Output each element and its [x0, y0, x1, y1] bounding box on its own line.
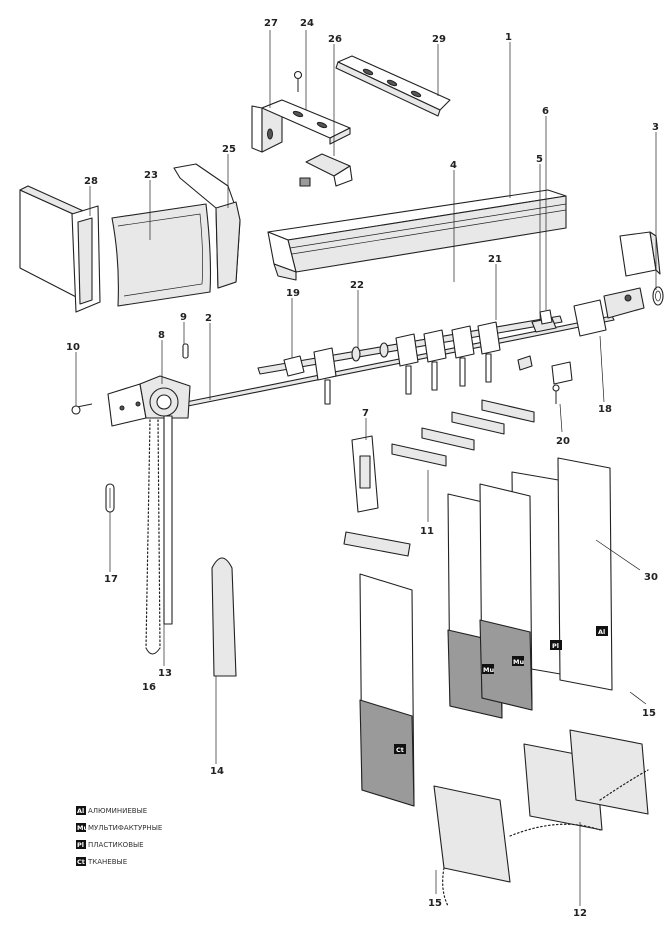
part-14-wand-cover — [211, 557, 237, 677]
part-11-slat-holders — [343, 399, 535, 557]
callout-9: 9 — [180, 312, 187, 323]
part-12-bottom-weights — [433, 729, 649, 883]
part-29-mounting-plate — [335, 55, 451, 117]
part-6-clip — [539, 309, 553, 325]
legend: Al АЛЮМИНИЕВЫЕ Mu МУЛЬТИФАКТУРНЫЕ Pl ПЛА… — [76, 806, 162, 866]
callout-18: 18 — [598, 404, 612, 415]
svg-text:МУЛЬТИФАКТУРНЫЕ: МУЛЬТИФАКТУРНЫЕ — [88, 824, 162, 832]
callout-25: 25 — [222, 144, 236, 155]
part-4-carriers — [313, 321, 501, 405]
callout-12: 12 — [573, 908, 587, 919]
callout-1: 1 — [505, 32, 512, 43]
svg-text:АЛЮМИНИЕВЫЕ: АЛЮМИНИЕВЫЕ — [88, 807, 147, 815]
part-17-chain-connector — [105, 483, 115, 513]
callout-11: 11 — [420, 526, 434, 537]
callout-14: 14 — [210, 766, 224, 777]
badge-ct: Ct — [394, 744, 406, 754]
part-1-head-rail — [267, 189, 567, 281]
callout-28: 28 — [84, 176, 98, 187]
callout-24: 24 — [300, 18, 314, 29]
part-16-bead-chain — [145, 419, 161, 655]
part-26-clip — [299, 153, 353, 187]
svg-text:Al: Al — [598, 628, 605, 636]
part-10-screw — [71, 403, 93, 415]
callout-15a: 15 — [642, 708, 656, 719]
callout-5: 5 — [536, 154, 543, 165]
svg-text:ТКАНЕВЫЕ: ТКАНЕВЫЕ — [87, 858, 127, 866]
callout-13: 13 — [158, 668, 172, 679]
callout-8: 8 — [158, 330, 165, 341]
badge-mu-2: Mu — [512, 656, 524, 666]
part-27-wall-bracket — [251, 99, 351, 153]
svg-text:Pl: Pl — [552, 642, 559, 650]
callout-29: 29 — [432, 34, 446, 45]
part-20-bracket-screw — [551, 361, 573, 404]
part-23-valance-panel — [111, 203, 212, 307]
callout-16: 16 — [142, 682, 156, 693]
legend-item-ct: Ct ТКАНЕВЫЕ — [76, 857, 127, 866]
part-19-spacer — [283, 355, 305, 377]
legend-item-pl: Pl ПЛАСТИКОВЫЕ — [76, 840, 144, 849]
callout-22: 22 — [350, 280, 364, 291]
svg-text:ПЛАСТИКОВЫЕ: ПЛАСТИКОВЫЕ — [88, 841, 144, 849]
svg-text:Mu: Mu — [483, 666, 494, 674]
callout-numbers: 1 2 3 4 5 6 7 8 9 10 11 12 13 14 15 15 1… — [66, 18, 659, 919]
svg-text:Al: Al — [77, 807, 84, 815]
svg-text:Ct: Ct — [396, 746, 404, 754]
part-8-control-head — [107, 375, 191, 427]
small-part — [517, 355, 533, 371]
svg-text:Ct: Ct — [77, 858, 85, 866]
leader-lines — [75, 30, 657, 906]
callout-20: 20 — [556, 436, 570, 447]
part-3-end-bracket — [619, 231, 664, 306]
part-24-screw — [293, 70, 303, 92]
multi-slats — [447, 483, 533, 719]
part-18-end-carrier — [573, 287, 645, 337]
callout-27: 27 — [264, 18, 278, 29]
fabric-slat — [359, 573, 415, 807]
badge-pl: Pl — [550, 640, 562, 650]
callout-4: 4 — [450, 160, 457, 171]
badge-al: Al — [596, 626, 608, 636]
badge-mu-1: Mu — [482, 664, 494, 674]
callout-10: 10 — [66, 342, 80, 353]
callout-21: 21 — [488, 254, 502, 265]
part-7-slat-hanger — [351, 435, 379, 513]
svg-text:Mu: Mu — [513, 658, 524, 666]
callout-17: 17 — [104, 574, 118, 585]
part-9-pin — [182, 343, 189, 359]
callout-19: 19 — [286, 288, 300, 299]
callout-3: 3 — [652, 122, 659, 133]
callout-15b: 15 — [428, 898, 442, 909]
callout-2: 2 — [205, 313, 212, 324]
part-22-spacer-wheels — [351, 342, 389, 362]
callout-6: 6 — [542, 106, 549, 117]
svg-text:Mu: Mu — [77, 824, 88, 832]
part-28-valance-profile — [19, 185, 101, 313]
callout-7: 7 — [362, 408, 369, 419]
part-13-control-wand — [163, 415, 173, 625]
legend-item-mu: Mu МУЛЬТИФАКТУРНЫЕ — [76, 823, 162, 832]
callout-23: 23 — [144, 170, 158, 181]
legend-item-al: Al АЛЮМИНИЕВЫЕ — [76, 806, 147, 815]
svg-text:Pl: Pl — [77, 841, 84, 849]
part-15-chain-links — [442, 769, 649, 907]
callout-26: 26 — [328, 34, 342, 45]
callout-30: 30 — [644, 572, 658, 583]
part-25-end-cap — [173, 163, 241, 289]
